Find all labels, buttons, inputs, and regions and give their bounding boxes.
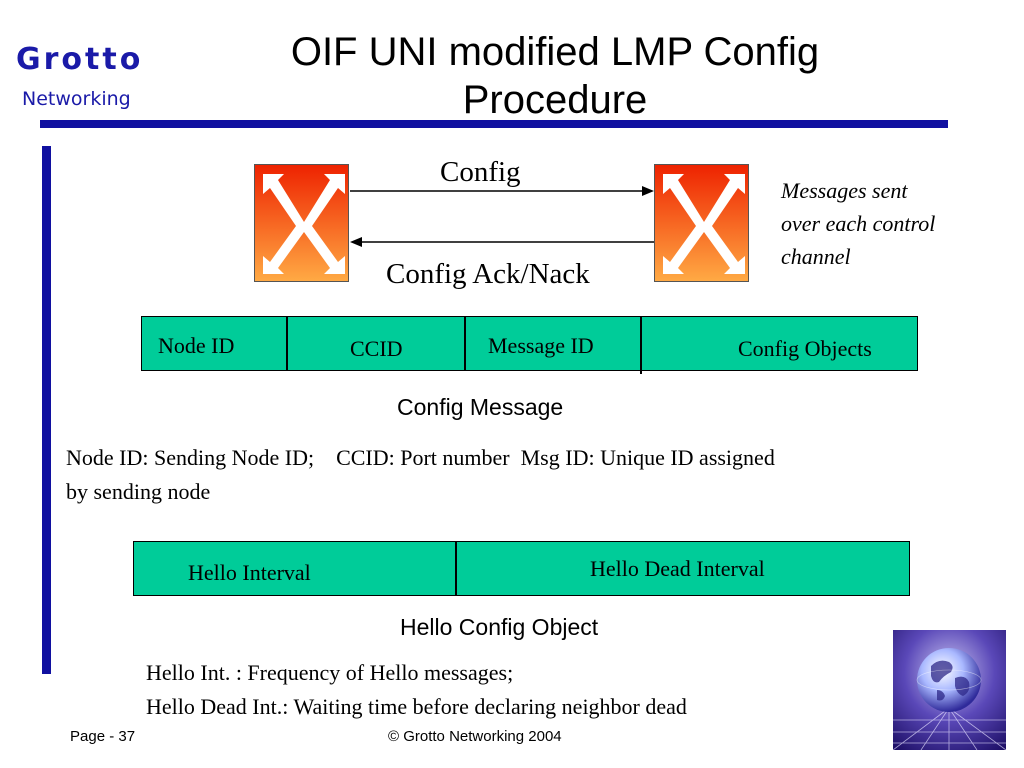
config-description-line2: by sending node — [66, 479, 211, 504]
field-hello-dead-interval: Hello Dead Interval — [590, 556, 765, 581]
network-globe-image — [893, 630, 1006, 750]
field-separator — [286, 316, 288, 371]
note-line-1: Messages sent — [781, 178, 908, 203]
field-config-objects: Config Objects — [738, 336, 872, 361]
config-message-fields — [141, 316, 918, 371]
logo-networking: Networking — [22, 88, 131, 110]
field-separator — [464, 316, 466, 371]
config-message-caption: Config Message — [397, 394, 564, 420]
config-arrow-label: Config — [440, 156, 521, 188]
config-description-line1: Node ID: Sending Node ID; CCID: Port num… — [66, 445, 775, 470]
config-fields-description: Node ID: Sending Node ID; CCID: Port num… — [66, 441, 1006, 509]
hello-fields-description: Hello Int. : Frequency of Hello messages… — [146, 656, 886, 724]
field-ccid: CCID — [350, 336, 403, 361]
page-number: Page - 37 — [70, 728, 136, 745]
ack-arrow-label: Config Ack/Nack — [386, 258, 590, 290]
hello-description-line1: Hello Int. : Frequency of Hello messages… — [146, 660, 514, 685]
slide-title-line2: Procedure — [462, 78, 648, 122]
copyright-notice: © Grotto Networking 2004 — [388, 728, 562, 745]
title-underline-rule — [40, 120, 948, 128]
note-line-2: over each control — [781, 211, 936, 236]
note-line-3: channel — [781, 244, 851, 269]
field-separator — [640, 316, 642, 374]
control-channel-note: Messages sent over each control channel — [781, 174, 935, 273]
message-arrows — [350, 186, 654, 247]
slide-title-line1: OIF UNI modified LMP Config — [290, 30, 820, 74]
field-separator — [455, 541, 457, 596]
optical-switch-left-icon — [254, 164, 349, 282]
field-hello-interval: Hello Interval — [188, 560, 311, 585]
hello-description-line2: Hello Dead Int.: Waiting time before dec… — [146, 694, 687, 719]
field-node-id: Node ID — [158, 333, 235, 358]
ack-arrowhead — [350, 237, 362, 247]
hello-config-object-caption: Hello Config Object — [400, 614, 599, 640]
slide-title: OIF UNI modified LMP Config Procedure — [200, 28, 910, 124]
logo-grotto: Grotto — [16, 42, 144, 77]
config-arrowhead — [642, 186, 654, 196]
hello-config-object-fields — [133, 541, 910, 596]
left-vertical-rule — [42, 146, 51, 674]
field-message-id: Message ID — [488, 333, 594, 358]
optical-switch-right-icon — [654, 164, 749, 282]
